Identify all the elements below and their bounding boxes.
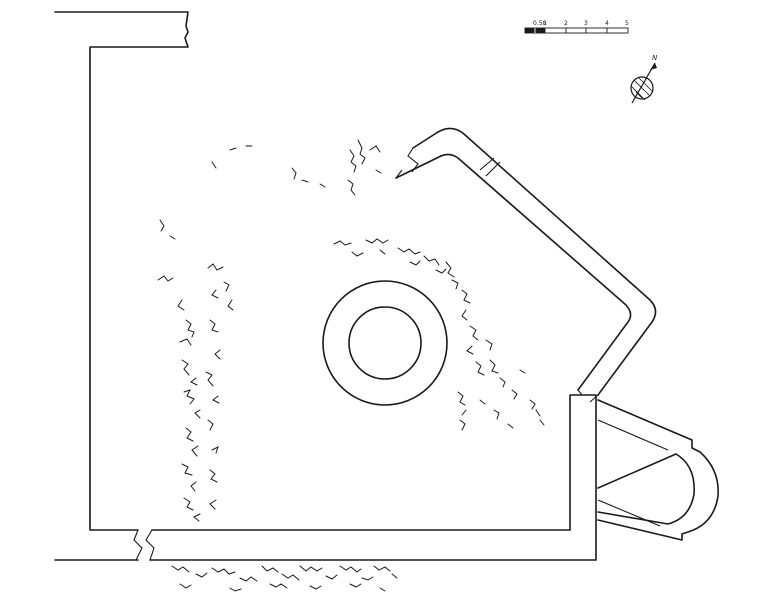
scale-label-4: 4 — [605, 20, 609, 27]
angled-wall-outer — [412, 127, 657, 396]
wall-breach-sw — [133, 529, 155, 561]
north-arrow: N — [630, 54, 658, 104]
apse-inner — [597, 453, 695, 525]
north-arrow-circle — [630, 76, 654, 100]
scale-bar: 0.50 1 2 3 4 5 — [524, 20, 629, 34]
scale-label-3: 3 — [584, 20, 588, 27]
rubble-east-arc — [333, 238, 545, 431]
east-junction — [577, 389, 599, 403]
scale-label-2: 2 — [564, 20, 568, 27]
angled-wall-inner — [395, 153, 632, 391]
circular-structure-inner — [348, 306, 422, 380]
north-arrow-head — [650, 63, 657, 70]
rubble-north — [211, 139, 382, 196]
rubble-west — [157, 219, 234, 522]
apse-inner-edge — [597, 419, 669, 527]
scale-label-0: 0.50 — [533, 20, 547, 27]
circular-structure-outer — [322, 280, 448, 406]
angled-wall-break — [395, 147, 419, 179]
north-arrow-needle — [631, 62, 656, 104]
angled-wall-joint — [479, 157, 501, 177]
apse-outer — [597, 399, 719, 541]
scale-label-1: 1 — [543, 20, 547, 27]
outer-wall-outline — [54, 11, 597, 561]
north-label: N — [652, 54, 658, 62]
rubble-south — [171, 565, 398, 592]
scale-label-5: 5 — [625, 20, 629, 27]
